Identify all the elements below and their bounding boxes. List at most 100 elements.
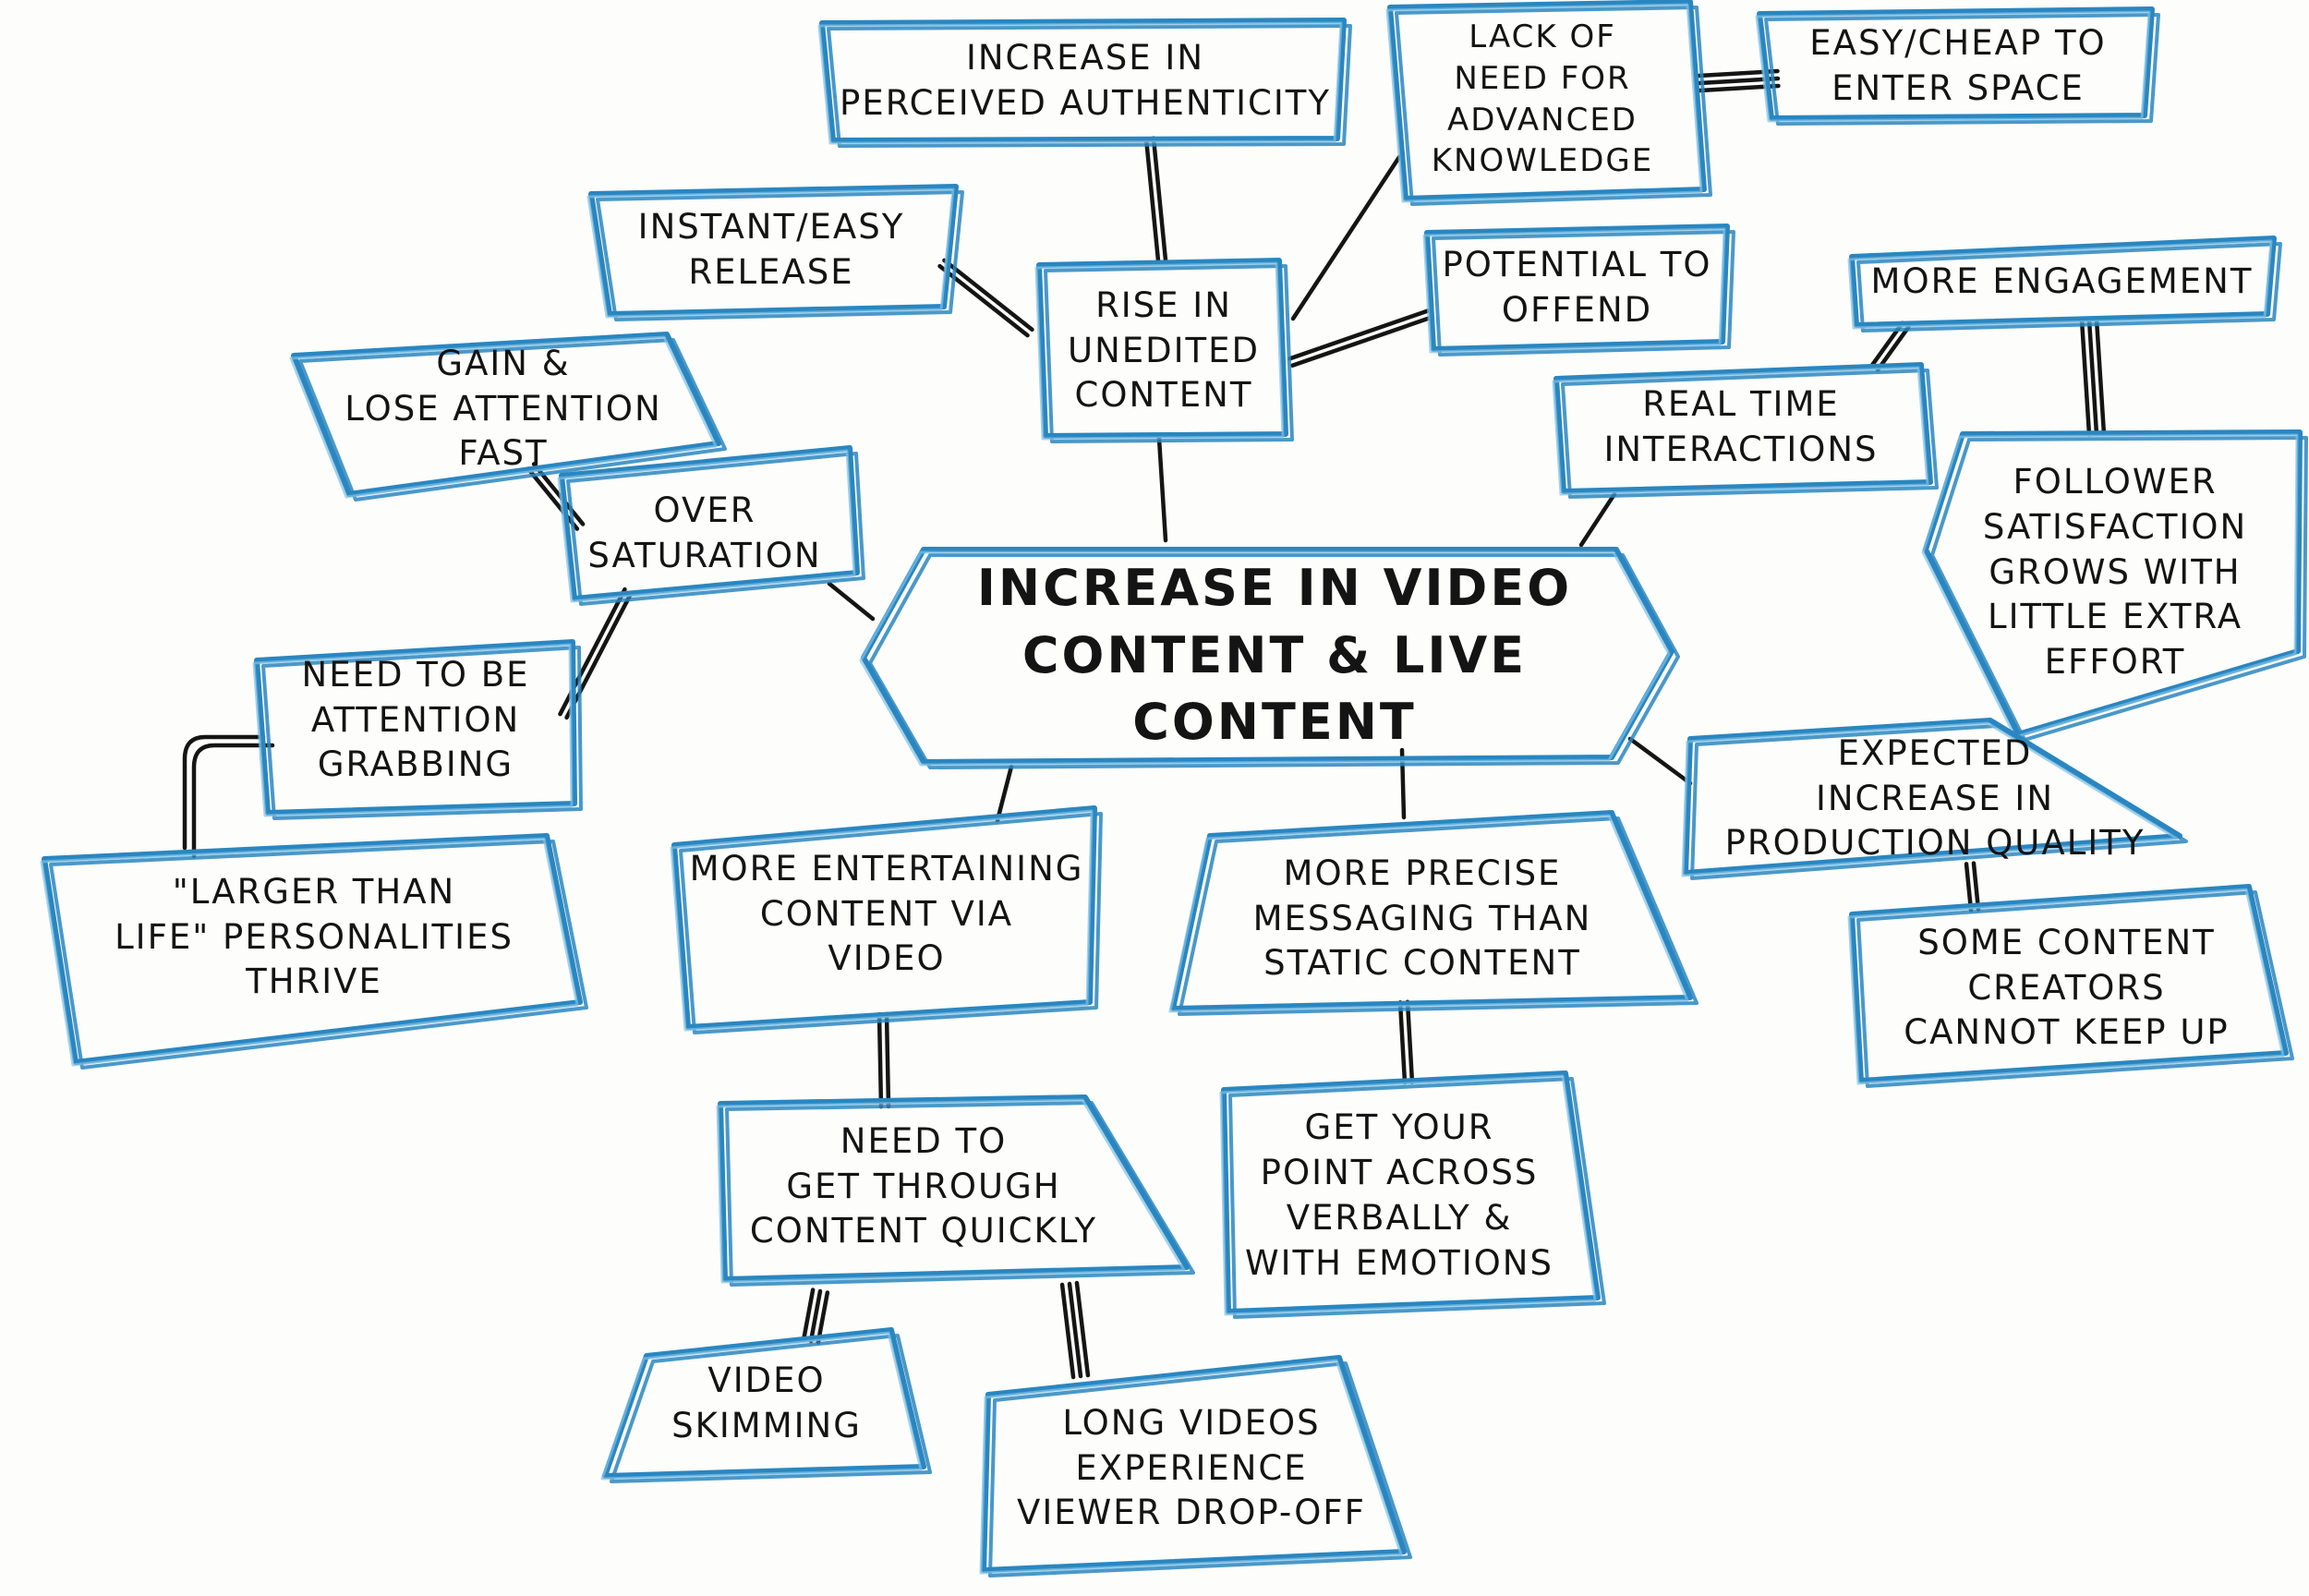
box-more-precise-outline	[1170, 810, 1693, 1011]
link-instant-release-rise-stroke-1	[942, 258, 1034, 332]
link-rise-lack-knowledge	[1290, 154, 1402, 321]
link-more-engagement-follower-stroke-1	[2094, 317, 2107, 436]
box-over-saturation-outline	[559, 445, 860, 601]
link-need-get-through-video-skimming-stroke-2	[808, 1288, 823, 1344]
link-more-entertaining-need-get-through-stroke-2	[876, 1011, 884, 1109]
box-instant-release-outline-light	[586, 187, 955, 319]
node-boxes	[40, 0, 2308, 1578]
link-expected-quality-cannot-keep-up-stroke-1	[1971, 861, 1981, 912]
node-some-content-creators-cannot-keep-up: Some content creators cannot keep up	[1904, 922, 2230, 1053]
node-potential-to-offend: Potential to offend	[1442, 245, 1712, 330]
link-rise-authenticity-stroke-1	[1151, 136, 1168, 262]
box-easy-cheap-outline-echo	[1764, 13, 2160, 126]
box-potential-offend-outline	[1424, 224, 1730, 352]
node-video-skimming: Video skimming	[671, 1360, 862, 1445]
node-rise-in-unedited-content: Rise in unedited content	[1067, 284, 1260, 416]
box-get-point-across-outline-light	[1219, 1074, 1597, 1316]
box-lack-knowledge-outline-light	[1385, 3, 1703, 203]
box-get-point-across-outline-echo	[1228, 1077, 1606, 1319]
box-larger-than-life-outline	[42, 833, 583, 1065]
box-more-entertaining-outline-light	[670, 809, 1094, 1032]
box-real-time-outline-light	[1552, 366, 1929, 496]
box-follower-satisfaction-outline-light	[1921, 433, 2299, 739]
box-video-skimming-outline	[602, 1327, 926, 1479]
box-long-videos-outline-echo	[988, 1361, 1412, 1578]
link-attention-larger-than-life-stroke-2	[191, 743, 275, 859]
node-larger-than-life-personalities: "Larger than life" personalities thrive	[115, 871, 514, 1002]
box-potential-offend-outline-light	[1422, 227, 1726, 354]
link-need-get-through-long-videos-stroke-2	[1067, 1281, 1083, 1379]
box-authenticity-outline-echo	[827, 24, 1352, 148]
box-easy-cheap-outline-light	[1755, 10, 2151, 123]
box-larger-than-life-outline-light	[40, 837, 579, 1067]
link-center-real-time	[1578, 491, 1617, 548]
box-real-time-outline-echo	[1561, 369, 1939, 499]
link-need-get-through-long-videos-stroke-1	[1074, 1280, 1091, 1378]
node-real-time-interactions: Real time interactions	[1603, 384, 1879, 469]
link-over-saturation-center	[827, 581, 876, 622]
center-node-outline-light	[859, 550, 1671, 767]
box-need-get-through-outline-echo	[725, 1101, 1195, 1287]
center-node-outline-echo	[868, 553, 1680, 769]
node-more-precise-messaging: More precise messaging than static conte…	[1252, 852, 1592, 984]
node-long-videos-viewer-drop-off: Long videos experience viewer drop-off	[1017, 1402, 1366, 1533]
node-follower-satisfaction: Follower satisfaction grows with little …	[1982, 461, 2248, 683]
link-rise-authenticity-stroke-2	[1143, 137, 1161, 263]
box-lack-knowledge-outline-echo	[1395, 6, 1712, 206]
node-over-saturation: Over saturation	[587, 490, 822, 575]
link-rise-center	[1156, 436, 1168, 543]
box-instant-release-outline-echo	[596, 190, 964, 321]
link-gain-lose-over-saturation-stroke-2	[526, 466, 580, 531]
link-more-engagement-follower-stroke-3	[2079, 318, 2092, 437]
node-get-your-point-across: Get your point across verbally & with em…	[1245, 1107, 1553, 1283]
link-need-get-through-video-skimming-stroke-1	[816, 1290, 830, 1345]
box-gain-lose-outline-echo	[298, 338, 727, 502]
box-more-entertaining-outline	[671, 805, 1097, 1030]
box-more-engagement-outline-light	[1847, 239, 2273, 330]
box-instant-release-outline	[588, 184, 959, 317]
box-cannot-keep-up-outline	[1849, 884, 2289, 1083]
box-real-time-outline	[1553, 362, 1933, 494]
node-need-to-be-attention-grabbing: Need to be attention grabbing	[301, 654, 530, 785]
link-need-get-through-long-videos-stroke-3	[1059, 1282, 1076, 1380]
box-expected-quality-outline-light	[1681, 721, 2179, 877]
node-expected-increase-in-production-quality: Expected increase in production quality	[1724, 732, 2146, 864]
box-attention-grabbing-outline-light	[252, 643, 574, 817]
box-more-engagement-outline	[1849, 236, 2277, 328]
link-need-get-through-video-skimming-stroke-3	[801, 1288, 816, 1342]
box-video-skimming-outline-echo	[610, 1334, 932, 1483]
node-more-engagement: More engagement	[1870, 261, 2254, 302]
box-follower-satisfaction-outline-echo	[1930, 436, 2308, 742]
link-more-precise-get-point-across-stroke-1	[1405, 999, 1415, 1085]
box-over-saturation-outline-light	[557, 449, 856, 603]
box-gain-lose-outline	[291, 332, 721, 497]
box-more-precise-outline-echo	[1178, 816, 1699, 1016]
box-need-get-through-outline	[718, 1094, 1190, 1282]
link-more-engagement-follower-stroke-2	[2086, 317, 2099, 437]
node-gain-and-lose-attention-fast: Gain & lose attention fast	[345, 343, 662, 474]
box-long-videos-outline-light	[979, 1359, 1403, 1575]
box-over-saturation-outline-echo	[566, 452, 865, 606]
box-rise-outline	[1036, 258, 1288, 439]
link-expected-quality-cannot-keep-up-stroke-2	[1964, 862, 1974, 913]
node-increase-perceived-authenticity: Increase in perceived authenticity	[840, 37, 1331, 123]
node-lack-of-need-for-advanced-knowledge: Lack of need for advanced knowledge	[1431, 18, 1654, 180]
link-center-more-entertaining	[995, 764, 1014, 823]
box-rise-outline-echo	[1044, 264, 1294, 443]
box-follower-satisfaction-outline	[1923, 429, 2303, 737]
box-attention-grabbing-outline-echo	[261, 646, 583, 820]
box-need-get-through-outline-light	[716, 1098, 1186, 1284]
box-more-precise-outline-light	[1168, 814, 1689, 1013]
box-gain-lose-outline-light	[289, 335, 718, 499]
box-long-videos-outline	[981, 1355, 1407, 1573]
box-lack-knowledge-outline	[1387, 0, 1707, 201]
box-larger-than-life-outline-echo	[49, 840, 588, 1070]
node-need-to-get-through-content-quickly: Need to get through content quickly	[749, 1120, 1098, 1251]
box-authenticity-outline-light	[817, 21, 1343, 145]
box-more-entertaining-outline-echo	[679, 812, 1103, 1034]
box-rise-outline-light	[1034, 261, 1285, 441]
box-attention-grabbing-outline	[254, 639, 577, 816]
box-get-point-across-outline	[1221, 1070, 1601, 1314]
link-more-precise-get-point-across-stroke-2	[1397, 999, 1408, 1085]
